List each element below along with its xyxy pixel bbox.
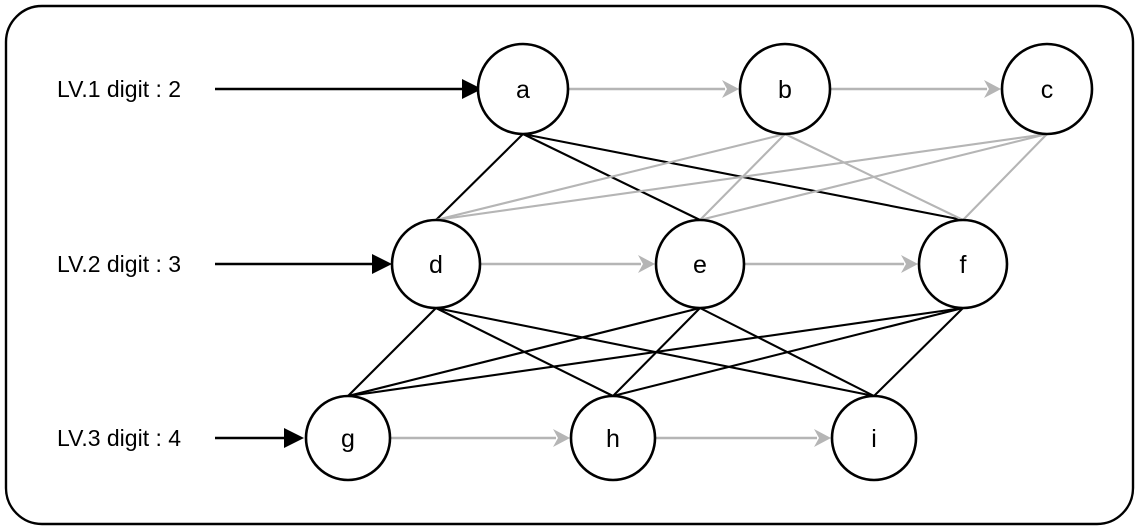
entry-arrowhead-lv3 xyxy=(284,428,304,448)
node-h[interactable]: h xyxy=(569,394,657,482)
cross-level-edge-a-d xyxy=(435,133,524,221)
cross-level-edges-group xyxy=(347,132,1048,398)
intra-level-arrowhead-e-f xyxy=(901,255,918,273)
node-label-a: a xyxy=(516,76,530,104)
level-label-lv3: LV.3 digit : 4 xyxy=(57,425,181,451)
node-e[interactable]: e xyxy=(654,218,746,310)
cross-level-edge-d-g xyxy=(347,307,437,397)
cross-level-edge-e-g xyxy=(347,306,701,398)
rounded-container-frame xyxy=(4,4,1135,526)
node-circle-e xyxy=(654,218,746,310)
node-f[interactable]: f xyxy=(917,218,1009,310)
intra-level-edges-group xyxy=(391,80,1001,447)
node-circle-i xyxy=(830,394,918,482)
node-circle-f xyxy=(917,218,1009,310)
cross-level-edge-b-d xyxy=(435,132,786,222)
cross-level-edge-c-e xyxy=(699,132,1048,222)
node-d[interactable]: d xyxy=(390,218,482,310)
cross-level-edge-f-i xyxy=(873,307,964,397)
node-c[interactable]: c xyxy=(1000,42,1094,136)
cross-level-edge-f-h xyxy=(612,306,964,398)
node-circle-c xyxy=(1000,42,1094,136)
node-label-f: f xyxy=(960,251,967,279)
cross-level-edge-c-f xyxy=(962,133,1048,221)
level-labels-group: LV.1 digit : 2 LV.2 digit : 3 LV.3 digit :… xyxy=(57,76,181,451)
intra-level-arrowhead-g-h xyxy=(553,429,570,447)
node-circle-a xyxy=(476,42,570,136)
node-a[interactable]: a xyxy=(476,42,570,136)
cross-level-edge-c-d xyxy=(435,132,1048,222)
node-label-d: d xyxy=(429,251,443,279)
node-label-b: b xyxy=(778,76,792,104)
node-label-i: i xyxy=(871,425,877,453)
cross-level-edge-f-g xyxy=(347,306,964,398)
node-label-c: c xyxy=(1041,76,1054,104)
entry-arrowhead-lv2 xyxy=(372,254,392,274)
node-g[interactable]: g xyxy=(304,394,392,482)
node-label-h: h xyxy=(606,425,620,453)
nodes-group: a b c d e f g h i xyxy=(304,42,1094,482)
level-label-lv2: LV.2 digit : 3 xyxy=(57,251,181,277)
node-circle-d xyxy=(390,218,482,310)
node-label-g: g xyxy=(341,425,355,453)
node-label-e: e xyxy=(693,251,707,279)
entry-arrowhead-lv1 xyxy=(462,79,482,99)
node-b[interactable]: b xyxy=(738,42,832,136)
node-circle-b xyxy=(738,42,832,136)
intra-level-arrowhead-d-e xyxy=(638,255,655,273)
level-entry-arrows-group xyxy=(215,79,482,448)
level-label-lv1: LV.1 digit : 2 xyxy=(57,76,181,102)
intra-level-arrowhead-a-b xyxy=(722,80,739,98)
node-circle-g xyxy=(304,394,392,482)
node-circle-h xyxy=(569,394,657,482)
intra-level-arrowhead-b-c xyxy=(984,80,1001,98)
node-i[interactable]: i xyxy=(830,394,918,482)
intra-level-arrowhead-h-i xyxy=(814,429,831,447)
